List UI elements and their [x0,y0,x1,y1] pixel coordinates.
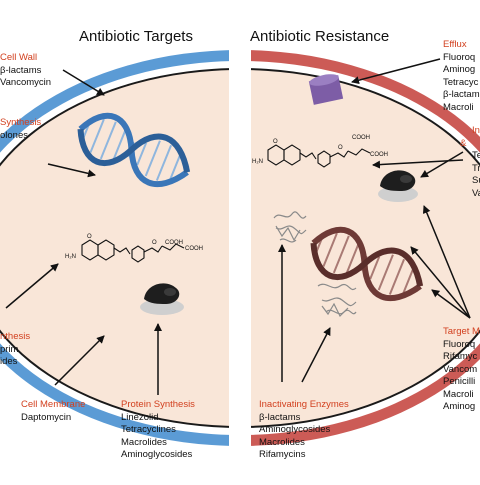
svg-text:O: O [152,240,157,246]
targets-title: Antibiotic Targets [79,28,193,45]
efflux-pump-icon [308,74,344,105]
arrow-target-mod-1 [420,151,464,178]
folate-molecule-icon [81,239,185,263]
folate-molecule-resistance-icon [267,144,371,168]
ribosome-icon [140,283,184,315]
arrow-target-mod-2 [372,159,464,169]
targets-arrows [5,69,162,395]
resistance-cytoplasm [251,70,480,426]
arrow-dna-synthesis [47,163,96,178]
arrow-folate-synthesis [5,263,59,309]
resistance-title: Antibiotic Resistance [250,28,390,45]
resistance-cell [251,50,480,446]
dna-synthesis-label: Synthesis olones [0,117,42,141]
folate-molecule-text: H₂N O O COOH COOH [65,234,203,260]
enzyme-structure-icon [273,211,307,243]
dna-helix-resistance-icon [310,226,424,302]
protein-synthesis-label: Protein Synthesis Linezolid Tetracycline… [121,399,195,460]
arrow-enzyme-2 [301,327,331,383]
target-mutation-label: Target M Fluoroq Rifamyc Vancom Penicill… [443,326,480,412]
folate-molecule-resistance-text: H₂N O O COOH COOH [252,135,388,165]
target-modification-label: In & Te Tr Su Va [460,125,480,199]
svg-text:COOH: COOH [370,152,388,158]
arrow-cell-membrane [54,335,105,386]
folate-synthesis-label: nthesis prim ides [0,331,31,367]
svg-text:O: O [273,139,278,145]
svg-text:COOH: COOH [165,240,183,246]
arrow-target-mut-1 [422,205,471,319]
inactivating-enzymes-label: Inactivating Enzymes β-lactams Aminoglyc… [259,399,349,460]
ribosome-resistance-icon [378,170,418,202]
arrow-cell-wall [62,69,105,96]
resistance-arrows [278,58,471,383]
svg-text:O: O [87,234,92,240]
cell-wall-label: Cell Wall β-lactams Vancomycin [0,52,52,88]
svg-text:O: O [338,145,343,151]
efflux-label: Efflux Fluoroq Aminog Tetracyc β-lactam … [443,39,480,113]
arrow-target-mut-3 [431,289,471,319]
svg-text:H₂N: H₂N [252,159,263,165]
arrow-efflux [351,58,441,85]
svg-text:COOH: COOH [185,246,203,252]
svg-text:COOH: COOH [352,135,370,141]
dna-helix-icon [77,112,191,188]
cell-membrane-label: Cell Membrane Daptomycin [21,399,86,423]
center-divider [229,50,251,470]
svg-text:H₂N: H₂N [65,254,76,260]
enzyme-structure-2-icon [317,283,357,318]
arrow-target-mut-2 [410,246,471,319]
